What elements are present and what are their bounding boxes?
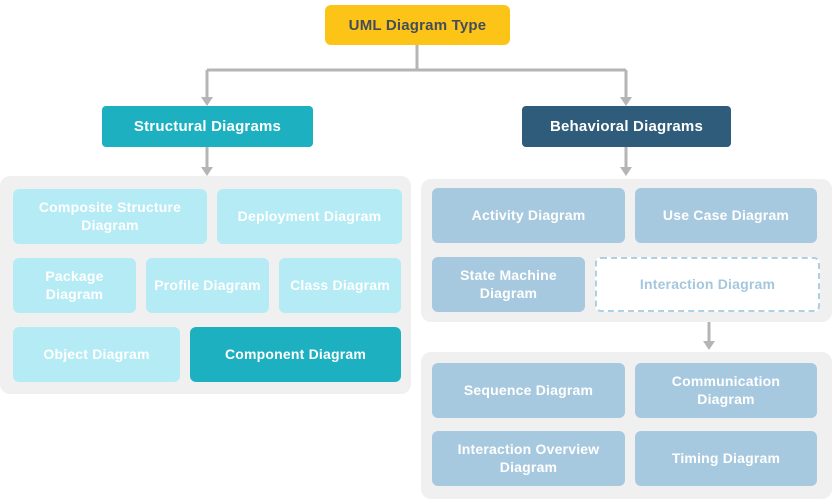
node-interaction-diagram[interactable]: Interaction Diagram bbox=[595, 257, 820, 312]
behavioral-row-2: State Machine Diagram Interaction Diagra… bbox=[432, 257, 832, 312]
arrowhead-to-behavioral bbox=[620, 97, 632, 106]
node-timing-diagram[interactable]: Timing Diagram bbox=[635, 431, 817, 486]
arrowhead-to-interaction-panel bbox=[703, 341, 715, 350]
node-activity-diagram[interactable]: Activity Diagram bbox=[432, 188, 625, 243]
node-state-machine-diagram[interactable]: State Machine Diagram bbox=[432, 257, 585, 312]
node-sequence-diagram[interactable]: Sequence Diagram bbox=[432, 363, 625, 418]
node-structural-diagrams[interactable]: Structural Diagrams bbox=[102, 106, 313, 147]
behavioral-panel: Activity Diagram Use Case Diagram State … bbox=[421, 179, 832, 322]
structural-panel: Composite Structure Diagram Deployment D… bbox=[0, 176, 411, 394]
node-component-diagram[interactable]: Component Diagram bbox=[190, 327, 401, 382]
node-use-case-diagram[interactable]: Use Case Diagram bbox=[635, 188, 817, 243]
node-profile-diagram[interactable]: Profile Diagram bbox=[146, 258, 269, 313]
node-package-diagram[interactable]: Package Diagram bbox=[13, 258, 136, 313]
node-deployment-diagram[interactable]: Deployment Diagram bbox=[217, 189, 402, 244]
behavioral-row-1: Activity Diagram Use Case Diagram bbox=[432, 188, 832, 243]
interaction-diagrams-panel: Sequence Diagram Communication Diagram I… bbox=[421, 352, 832, 499]
arrowhead-to-behavioral-panel bbox=[620, 167, 632, 176]
node-composite-structure-diagram[interactable]: Composite Structure Diagram bbox=[13, 189, 207, 244]
arrowhead-to-structural bbox=[201, 97, 213, 106]
node-interaction-overview-diagram[interactable]: Interaction Overview Diagram bbox=[432, 431, 625, 486]
arrowhead-to-structural-panel bbox=[201, 167, 213, 176]
node-behavioral-diagrams[interactable]: Behavioral Diagrams bbox=[522, 106, 731, 147]
node-object-diagram[interactable]: Object Diagram bbox=[13, 327, 180, 382]
interaction-row-2: Interaction Overview Diagram Timing Diag… bbox=[432, 431, 832, 486]
interaction-row-1: Sequence Diagram Communication Diagram bbox=[432, 363, 832, 418]
node-communication-diagram[interactable]: Communication Diagram bbox=[635, 363, 817, 418]
structural-row-1: Composite Structure Diagram Deployment D… bbox=[13, 189, 411, 244]
structural-row-3: Object Diagram Component Diagram bbox=[13, 327, 411, 382]
node-uml-diagram-type[interactable]: UML Diagram Type bbox=[325, 5, 510, 45]
node-class-diagram[interactable]: Class Diagram bbox=[279, 258, 401, 313]
structural-row-2: Package Diagram Profile Diagram Class Di… bbox=[13, 258, 411, 313]
